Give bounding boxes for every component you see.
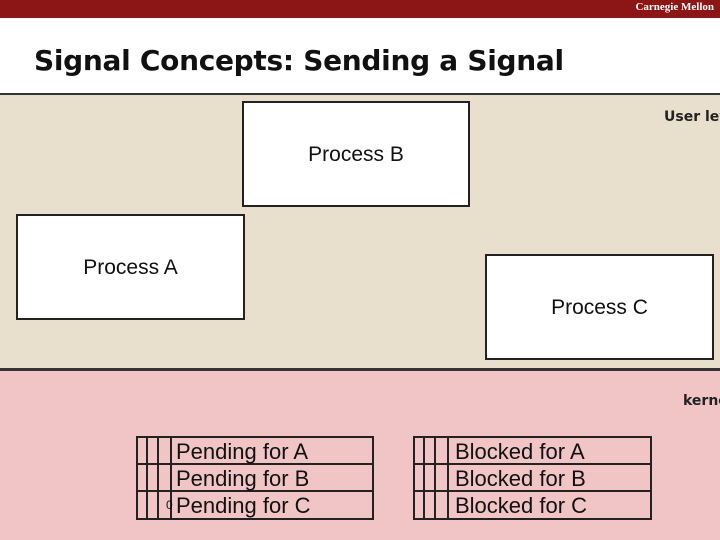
bit-column (437, 438, 449, 518)
brand-logo-text: Carnegie Mellon (635, 1, 714, 13)
blocked-row-label: Blocked for A (455, 439, 585, 464)
table-row: Blocked for B (415, 465, 650, 492)
blocked-row-label: Blocked for B (455, 466, 586, 491)
pending-bit-value: 0 (166, 498, 173, 512)
user-level-region: User lev Process B Process A Process C (0, 93, 720, 370)
pending-row-label: Pending for A (176, 439, 309, 464)
table-row: Pending for A (138, 438, 372, 465)
table-row: Blocked for A (415, 438, 650, 465)
pending-bits-table: Pending for A Pending for B 0 Pending fo… (136, 436, 374, 520)
blocked-bit-columns (415, 438, 450, 518)
header-bar: Carnegie Mellon (0, 0, 720, 18)
blocked-row-label: Blocked for C (455, 493, 588, 518)
bit-column (415, 438, 425, 518)
bit-column (149, 438, 159, 518)
table-row: 0 Pending for C (138, 492, 372, 519)
process-a-label: Process A (83, 256, 178, 279)
kernel-label: kerne (683, 393, 720, 409)
user-level-label: User lev (664, 109, 720, 125)
pending-row-label: Pending for B (176, 466, 310, 491)
process-c-label: Process C (551, 296, 648, 319)
pending-row-label: Pending for C (176, 493, 311, 518)
bit-column (426, 438, 436, 518)
kernel-region: kerne Pending for A Pending for B 0 Pend… (0, 368, 720, 540)
process-c-box: Process C (485, 254, 714, 360)
blocked-bits-table: Blocked for A Blocked for B Blocked for … (413, 436, 652, 520)
pending-bit-columns (138, 438, 173, 518)
bit-column (138, 438, 148, 518)
slide-title: Signal Concepts: Sending a Signal (34, 44, 564, 77)
table-row: Pending for B (138, 465, 372, 492)
table-row: Blocked for C (415, 492, 650, 519)
bit-column (160, 438, 172, 518)
process-a-box: Process A (16, 214, 245, 320)
process-b-box: Process B (242, 101, 470, 207)
process-b-label: Process B (308, 143, 404, 166)
